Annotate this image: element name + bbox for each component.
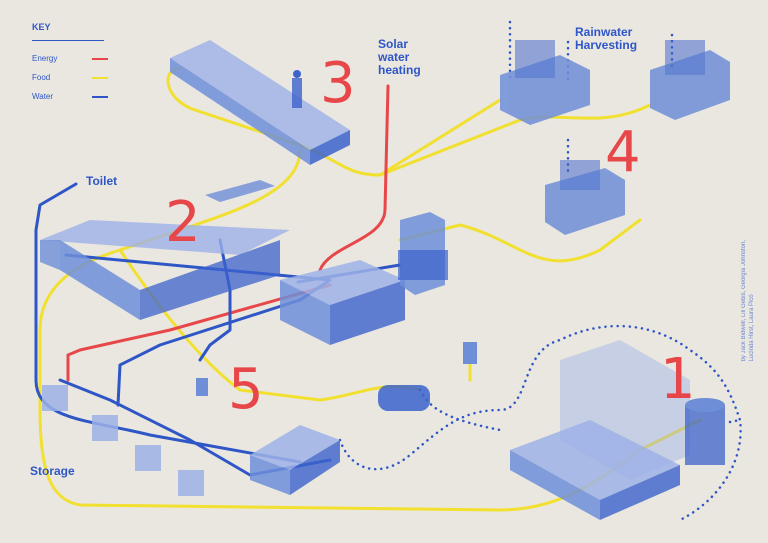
station-3-counter xyxy=(170,40,350,165)
station-1-aquaponics xyxy=(510,340,725,520)
label-line: Solar xyxy=(378,37,409,51)
station-number-4: 4 xyxy=(605,120,641,185)
station-number-2: 2 xyxy=(165,190,201,255)
water-swatch xyxy=(92,96,108,98)
bottom-counter xyxy=(250,425,340,495)
key-divider xyxy=(32,40,104,41)
central-machine xyxy=(280,212,448,345)
energy-swatch xyxy=(92,58,108,60)
solar-water-heating-label: Solar water heating xyxy=(378,38,421,77)
key-item-label: Food xyxy=(32,73,51,82)
storage-tanks xyxy=(42,385,204,496)
heat-exchanger xyxy=(196,342,477,411)
credit-line: by Jack Bidwell, Lili Gebis, Georgia Joh… xyxy=(741,240,747,362)
key-item-energy: Energy xyxy=(32,54,57,63)
energy-pipes xyxy=(66,84,390,382)
rainwater-harvesting-label: Rainwater Harvesting xyxy=(575,26,637,52)
key-item-food: Food xyxy=(32,73,50,82)
label-line: Harvesting xyxy=(575,38,638,52)
label-line: heating xyxy=(378,63,421,77)
rainwater-stations xyxy=(500,40,730,235)
label-line: water xyxy=(378,50,410,64)
key-item-label: Water xyxy=(32,92,54,101)
station-2-kitchen xyxy=(40,180,290,320)
key-item-label: Energy xyxy=(32,54,58,63)
station-number-5: 5 xyxy=(228,357,264,422)
station-number-3: 3 xyxy=(320,51,356,116)
key-item-water: Water xyxy=(32,92,53,101)
key-title: KEY xyxy=(32,22,51,32)
toilet-label: Toilet xyxy=(86,174,118,188)
station-number-1: 1 xyxy=(660,347,696,412)
storage-label: Storage xyxy=(30,464,75,478)
label-line: Rainwater xyxy=(575,25,633,39)
credits: by Jack Bidwell, Lili Gebis, Georgia Joh… xyxy=(740,240,760,361)
food-swatch xyxy=(92,77,108,79)
credit-line: Lucinda Hirst, Laura Picó xyxy=(749,294,755,362)
